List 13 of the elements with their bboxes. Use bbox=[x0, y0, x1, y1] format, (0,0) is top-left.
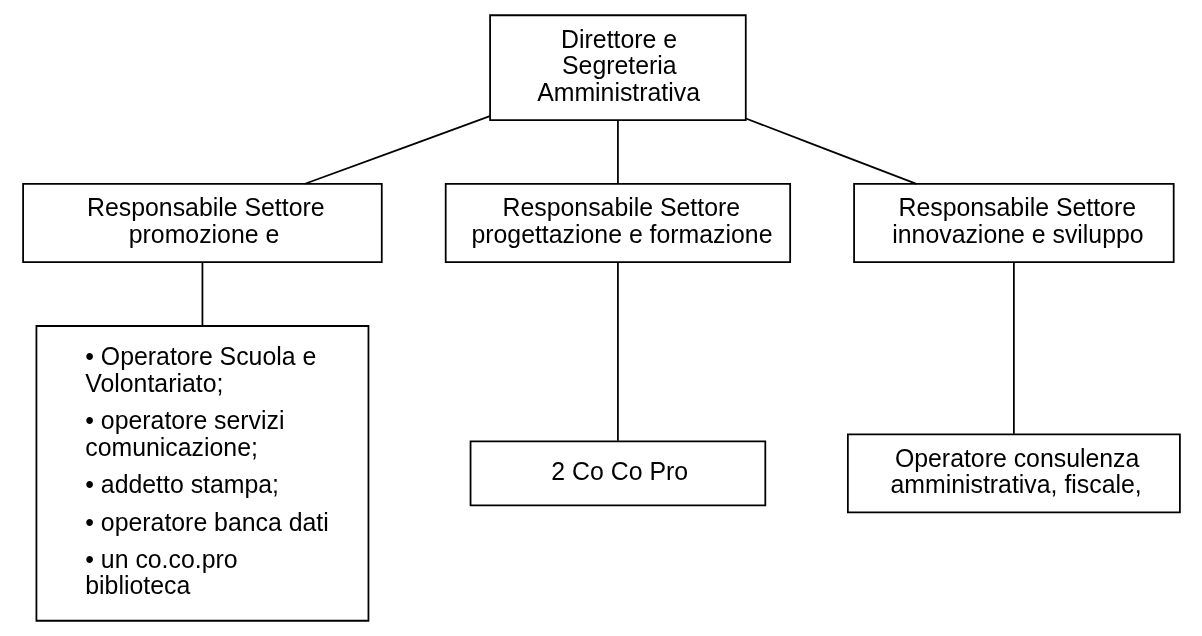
node-box: Responsabile Settore progettazione e formazione bbox=[444, 183, 791, 263]
node-box: Operatore consulenza amministrativa, fiscale, bbox=[846, 433, 1181, 514]
connector bbox=[616, 119, 619, 185]
node-box: Responsabile Settore promozione e bbox=[21, 183, 383, 263]
node-box: • Operatore Scuola e Volontariato; • operatore servizi comunicazione; • addetto stampa; • operatore banca dati • un co.co.pro biblioteca bbox=[35, 325, 369, 622]
connector bbox=[1012, 261, 1015, 435]
connector bbox=[303, 115, 491, 185]
node-box: Direttore e Segreteria Amministrativa bbox=[488, 14, 747, 121]
node-box: 2 Co Co Pro bbox=[469, 440, 766, 507]
node-box: Responsabile Settore innovazione e sviluppo bbox=[852, 183, 1175, 263]
connector bbox=[616, 261, 619, 442]
connector bbox=[744, 117, 917, 185]
connector bbox=[201, 261, 203, 327]
